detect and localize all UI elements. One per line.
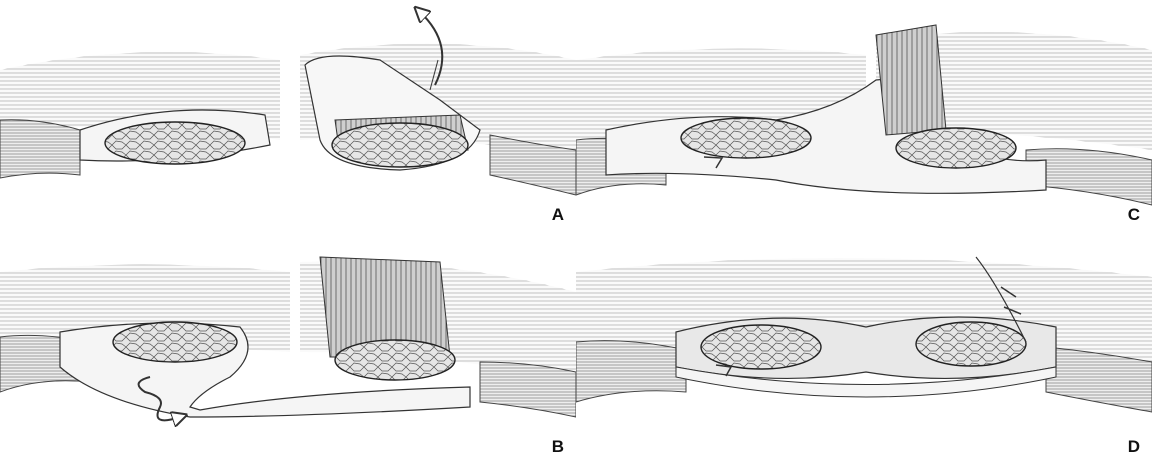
panel-b: B: [0, 232, 576, 463]
panel-b-illustration: [0, 232, 576, 463]
right-rectus-muscle: [896, 128, 1016, 168]
panel-label-d: D: [1128, 438, 1140, 455]
right-rectus-muscle: [332, 123, 468, 167]
panel-a-illustration: [0, 0, 576, 231]
panel-c-illustration: [576, 0, 1152, 231]
panel-label-a: A: [552, 206, 564, 223]
right-rectus-muscle: [916, 322, 1026, 366]
lateral-muscle-right: [480, 362, 576, 417]
panel-d-illustration: [576, 232, 1152, 463]
panel-a: A: [0, 0, 576, 231]
panel-d: D: [576, 232, 1152, 463]
left-rectus-muscle: [113, 322, 237, 362]
right-rectus-muscle: [335, 340, 455, 380]
panel-c: C: [576, 0, 1152, 231]
panel-label-c: C: [1128, 206, 1140, 223]
lateral-muscle-left: [576, 341, 686, 402]
panel-label-b: B: [552, 438, 564, 455]
lateral-muscle-left: [0, 120, 80, 178]
left-rectus-muscle: [681, 118, 811, 158]
left-rectus-muscle: [105, 122, 245, 164]
right-rectus-fibers: [876, 25, 946, 135]
left-rectus-muscle: [701, 325, 821, 369]
